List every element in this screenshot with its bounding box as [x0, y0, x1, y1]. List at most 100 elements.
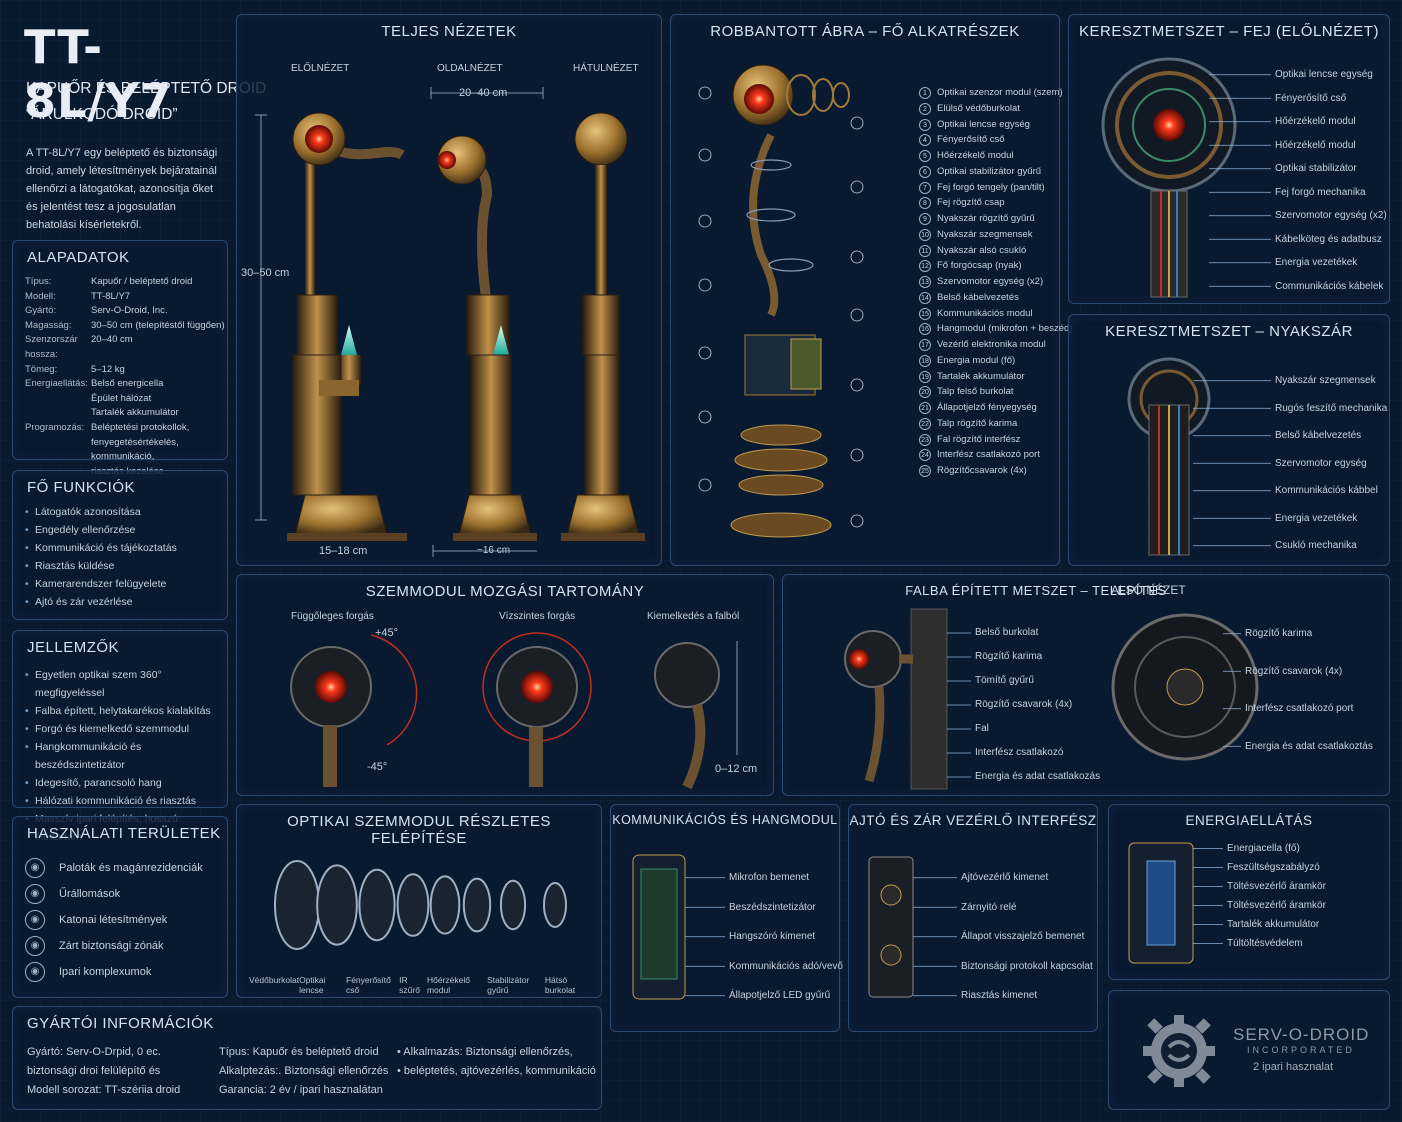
height-dimension: 30–50 cm: [241, 267, 290, 279]
manufacturer-line: Típus: Kapuőr és beléptető droid: [219, 1046, 379, 1058]
extend-label: Kiemelkedés a falból: [647, 611, 740, 622]
optics-label: IR szűrő: [399, 975, 420, 995]
basics-key: [25, 406, 91, 421]
palace-icon: ◉: [25, 858, 45, 878]
part-number-badge: 13: [919, 276, 931, 288]
optic-ring: [429, 875, 461, 935]
door-labels-label: Állapot visszajelző bemenet: [961, 931, 1085, 942]
optic-ring: [274, 860, 320, 950]
gear-logo-icon: [1143, 1015, 1215, 1087]
plus-angle-label: +45°: [375, 627, 399, 639]
callout-marker: [850, 378, 864, 392]
vertical-rotation-figure: [290, 634, 418, 787]
exploded-part-label: Hangmodul (mikrofon + beszéd): [937, 323, 1073, 335]
side-view-droid: [437, 135, 537, 541]
brand-sub: INCORPORATED: [1247, 1045, 1355, 1055]
manufacturer-line: Garancia: 2 év / ipari hasznalátan: [219, 1084, 383, 1096]
exploded-part-label: Belső kábelvezetés: [937, 291, 1019, 303]
wall-labels-label: Fal: [975, 723, 989, 734]
side-view-label: OLDALNÉZET: [437, 63, 503, 74]
neck_section-labels-label: Kommunikációs kábbel: [1275, 485, 1378, 496]
wall-drawing: [844, 608, 1259, 790]
door-labels-label: Riasztás kimenet: [961, 990, 1038, 1001]
optics-label: Hátsó burkolat: [544, 975, 576, 995]
energy-drawing: [1128, 842, 1223, 964]
part-number-badge: 25: [919, 465, 931, 477]
features-item: Hálózati kommunikáció és riasztás: [25, 792, 227, 810]
military-icon: ◉: [25, 910, 45, 930]
part-number-badge: 20: [919, 386, 931, 399]
base-width-dimension-2: ~16 cm: [477, 545, 511, 556]
features-panel: JELLEMZŐK Egyetlen optikai szem 360° meg…: [12, 630, 228, 843]
optic-ring: [358, 868, 396, 942]
optics-label: Fényerősítő cső: [346, 975, 391, 995]
basics-value: Belső energicella: [91, 378, 164, 390]
callout-marker: [698, 410, 712, 424]
basics-value: 30–50 cm (telepítéstől függően): [91, 319, 225, 331]
part-number-badge: 22: [919, 417, 931, 430]
part-number-badge: 5: [919, 150, 931, 162]
energy-labels-label: Tartalék akkumulátor: [1227, 919, 1320, 930]
door-labels-label: Zárnyitó relé: [961, 901, 1017, 913]
comm-title: KOMMUNIKÁCIÓS ÉS HANGMODUL: [612, 813, 838, 827]
features-item: Falba épített, helytakarékos kialakítás: [25, 702, 227, 720]
optic-ring: [462, 877, 492, 933]
callout-marker: [850, 116, 864, 130]
usage-title: HASZNÁLATI TERÜLETEK: [27, 825, 221, 842]
exploded-part-label: Fényerősítő cső: [937, 134, 1005, 146]
head_section-labels-label: Hőérzékelő modul: [1275, 139, 1356, 151]
features-item: Egyetlen optikai szem 360° megfigyelésse…: [25, 666, 227, 702]
usage-item: ◉Zárt biztonsági zónák: [25, 933, 203, 959]
exploded-part-label: Optikai stabilizátor gyűrű: [937, 165, 1042, 177]
exploded-part-label: Talp felső burkolat: [937, 386, 1014, 398]
model-title: TT-8L/Y7: [24, 20, 173, 128]
callout-marker: [850, 448, 864, 462]
energy-labels-label: Energiacella (fő): [1227, 843, 1300, 854]
energy-title: ENERGIAELLÁTÁS: [1185, 813, 1313, 828]
head_section-labels-label: Hőérzékelő modul: [1275, 116, 1356, 127]
wall-panel: FALBA ÉPÍTETT METSZET – TELEPÍTÉS ALSÓ N…: [782, 574, 1390, 796]
head_section-labels-label: Kábelköteg és adatbusz: [1275, 233, 1382, 245]
neck_section-labels-label: Csukló mechanika: [1275, 540, 1357, 551]
callout-marker: [698, 278, 712, 292]
rear-view-title: ALSÓ NÉZET: [1111, 583, 1186, 597]
usage-label: Paloták és magánrezidenciák: [59, 862, 203, 874]
exploded-part-label: Interfész csatlakozó port: [937, 449, 1040, 461]
exploded-part-label: Nyakszár alsó csukló: [937, 244, 1027, 256]
optic-ring: [543, 882, 567, 928]
optic-ring: [316, 864, 358, 946]
base-width-dimension: 15–18 cm: [319, 545, 368, 557]
energy-labels-label: Töltésvezérlő áramkör: [1227, 881, 1326, 892]
exploded-part-label: Nyakszár szegmensek: [937, 228, 1033, 240]
front-view-label: ELŐLNÉZET: [291, 63, 350, 74]
part-number-badge: 2: [919, 102, 931, 115]
part-number-badge: 12: [919, 260, 931, 273]
head-section-drawing: [1101, 57, 1271, 298]
exploded-part-label: Elülső védőburkolat: [937, 102, 1020, 114]
features-title: JELLEMZŐK: [27, 639, 120, 656]
features-item: Forgó és kiemelkedő szemmodul: [25, 720, 227, 738]
usage-label: Katonai létesítmények: [59, 914, 168, 926]
usage-item: ◉ Katonai létesítmények: [25, 907, 203, 933]
wall-rear_labels-label: Rögzítő csavarok (4x): [1245, 665, 1343, 677]
callout-marker: [698, 148, 712, 162]
station-icon: ◉: [25, 884, 45, 904]
comm-labels-label: Beszédszintetizátor: [729, 901, 816, 913]
optics-rings: [274, 860, 567, 950]
energy-panel: ENERGIAELLÁTÁS Energiacella (fő)Feszülts…: [1108, 804, 1390, 980]
wall-labels-label: Rögzítő csavarok (4x): [975, 699, 1073, 710]
